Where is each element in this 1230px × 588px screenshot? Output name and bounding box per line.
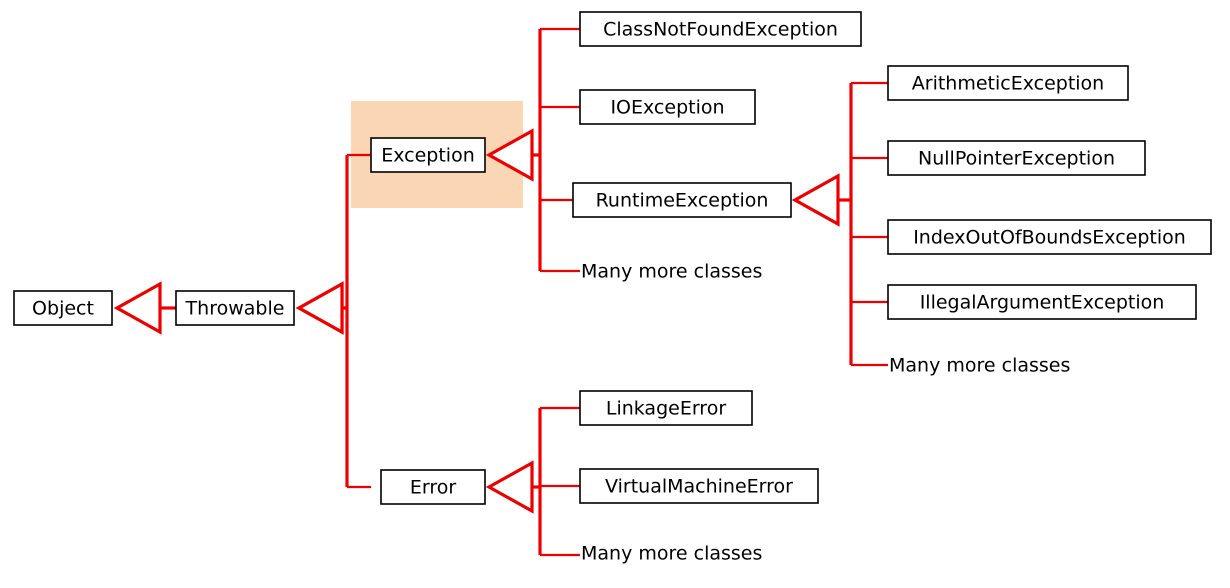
class-name-label: Exception [381, 145, 475, 167]
class-box-border [887, 140, 1146, 176]
edge-group-throwable-trunk [345, 153, 371, 489]
class-node-exception[interactable]: Exception [370, 137, 486, 173]
class-node-null-pointer-exception[interactable]: NullPointerException [887, 140, 1146, 176]
class-name-label: IOException [610, 97, 724, 119]
class-name-label: VirtualMachineError [605, 476, 793, 498]
class-name-label: ArithmeticException [912, 73, 1104, 95]
inheritance-arrow-error-to-throwable [295, 281, 347, 335]
class-box-border [579, 390, 753, 426]
more-classes-label: Many more classes [889, 355, 1070, 377]
plain-node-error-many-more: Many more classes [581, 543, 762, 565]
edge-group-runtime-trunk [849, 81, 888, 367]
arrow-head-triangle [485, 460, 534, 514]
class-box-border [579, 11, 862, 47]
class-node-arithmetic-exception[interactable]: ArithmeticException [887, 65, 1129, 101]
class-name-label: Error [410, 477, 457, 499]
class-node-class-not-found-exception[interactable]: ClassNotFoundException [579, 11, 862, 47]
arrow-head-triangle [295, 281, 344, 335]
class-node-error[interactable]: Error [380, 469, 486, 505]
class-name-label: NullPointerException [918, 148, 1115, 170]
class-box-border [579, 89, 756, 125]
arrow-head-triangle [791, 173, 840, 227]
class-box-border [380, 469, 486, 505]
class-box-border [579, 468, 819, 504]
class-name-label: Throwable [185, 298, 285, 320]
class-name-label: LinkageError [606, 398, 726, 420]
class-box-border [13, 290, 113, 326]
edges-layer [345, 27, 888, 557]
class-name-label: RuntimeException [596, 190, 769, 212]
class-node-throwable[interactable]: Throwable [175, 290, 295, 326]
class-name-label: Object [32, 298, 94, 320]
class-node-virtual-machine-error[interactable]: VirtualMachineError [579, 468, 819, 504]
class-node-object[interactable]: Object [13, 290, 113, 326]
class-box-border [887, 219, 1212, 255]
class-node-linkage-error[interactable]: LinkageError [579, 390, 753, 426]
inheritance-arrow-subclasses-to-exception [485, 128, 540, 182]
plain-node-exception-many-more: Many more classes [581, 261, 762, 283]
edge-group-exception-trunk [538, 27, 580, 273]
class-box-border [887, 65, 1129, 101]
class-node-io-exception[interactable]: IOException [579, 89, 756, 125]
class-box-border [887, 284, 1197, 320]
class-name-label: ClassNotFoundException [603, 19, 838, 41]
inheritance-arrow-throwable-to-object [113, 281, 176, 335]
inheritance-arrow-subclasses-to-error [485, 460, 540, 514]
arrow-head-triangle [485, 128, 534, 182]
class-node-illegal-argument-exception[interactable]: IllegalArgumentException [887, 284, 1197, 320]
class-node-index-out-of-bounds[interactable]: IndexOutOfBoundsException [887, 219, 1212, 255]
arrow-head-triangle [113, 281, 162, 335]
plain-node-runtime-many-more: Many more classes [889, 355, 1070, 377]
class-name-label: IllegalArgumentException [920, 292, 1165, 314]
arrowheads-layer [113, 128, 851, 514]
more-classes-label: Many more classes [581, 261, 762, 283]
class-box-border [370, 137, 486, 173]
class-name-label: IndexOutOfBoundsException [913, 227, 1186, 249]
class-box-border [572, 182, 792, 218]
class-node-runtime-exception[interactable]: RuntimeException [572, 182, 792, 218]
edge-group-error-trunk [538, 406, 580, 557]
inheritance-arrow-subclasses-to-runtime [791, 173, 851, 227]
more-classes-label: Many more classes [581, 543, 762, 565]
class-box-border [175, 290, 295, 326]
